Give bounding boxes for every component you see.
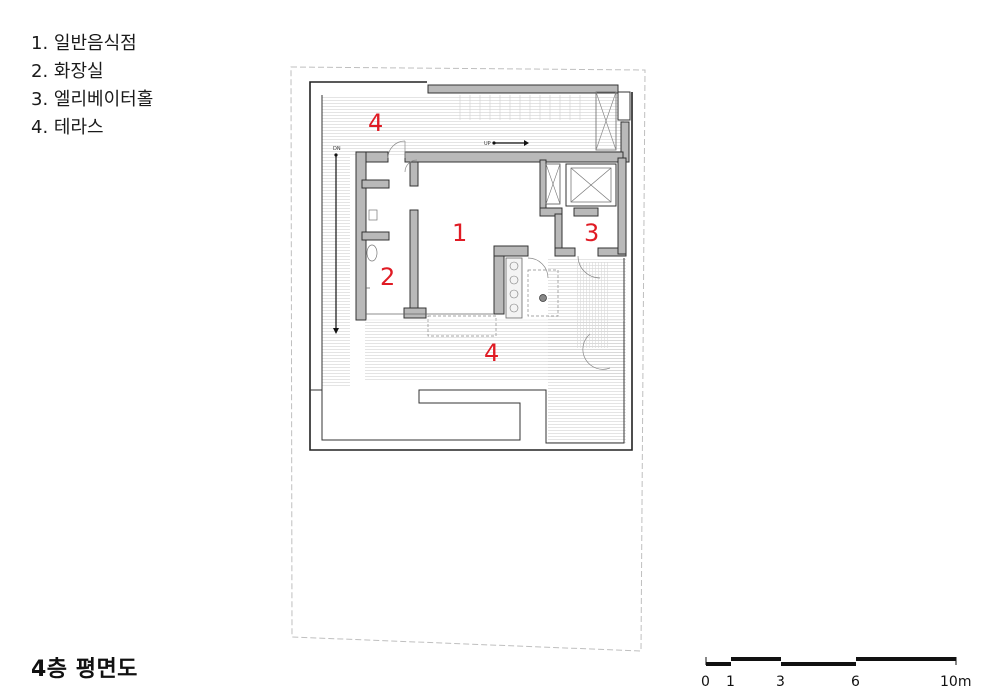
- room-label-elevator-hall: 3: [584, 219, 599, 247]
- room-label-restroom: 2: [380, 263, 395, 291]
- room-label-terrace-north: 4: [368, 109, 383, 137]
- inner-terrace-line: [321, 95, 625, 444]
- room-legend: 1. 일반음식점 2. 화장실 3. 엘리베이터홀 4. 테라스: [31, 30, 153, 142]
- dn-label: DN: [333, 146, 341, 152]
- room-label-terrace-south: 4: [484, 339, 499, 367]
- scale-tick-6: 6: [851, 674, 860, 690]
- scale-bar: 0 1 3 6 10m: [701, 657, 971, 690]
- pipe-shaft: [545, 163, 561, 205]
- room-label-restaurant: 1: [452, 219, 467, 247]
- column-dot: [539, 294, 547, 302]
- north-parapet: [427, 84, 619, 94]
- dashed-pantry: [527, 269, 559, 317]
- east-stair-treads: [576, 262, 608, 348]
- toilet: [366, 244, 378, 262]
- legend-item-terrace: 4. 테라스: [31, 117, 104, 138]
- scale-tick-3: 3: [776, 674, 785, 690]
- legend-item-restaurant: 1. 일반음식점: [31, 33, 137, 54]
- kitchen-counter: [505, 257, 523, 319]
- up-arrow-head: [524, 140, 529, 146]
- elevator-car: [565, 163, 617, 207]
- south-bay: [427, 315, 497, 337]
- outer-wall: [309, 81, 633, 451]
- restroom-sink: [368, 209, 378, 221]
- terrace-floor-north: [322, 97, 624, 155]
- scale-tick-0: 0: [701, 674, 710, 690]
- ne-wall-block: [617, 91, 631, 121]
- door-swings: [387, 140, 611, 370]
- north-stair: [459, 95, 581, 120]
- counter-burners: [509, 261, 519, 313]
- scale-tick-1: 1: [726, 674, 735, 690]
- plan-title: 4층 평면도: [31, 657, 138, 682]
- ne-shaft: [595, 91, 617, 151]
- scale-tick-10m: 10m: [940, 674, 971, 690]
- interior-walls: [355, 151, 627, 321]
- dn-arrow-head: [333, 328, 339, 334]
- site-boundary: [290, 66, 646, 652]
- legend-item-restroom: 2. 화장실: [31, 61, 104, 82]
- up-label: UP: [484, 141, 491, 147]
- legend-item-elevator-hall: 3. 엘리베이터홀: [31, 89, 154, 110]
